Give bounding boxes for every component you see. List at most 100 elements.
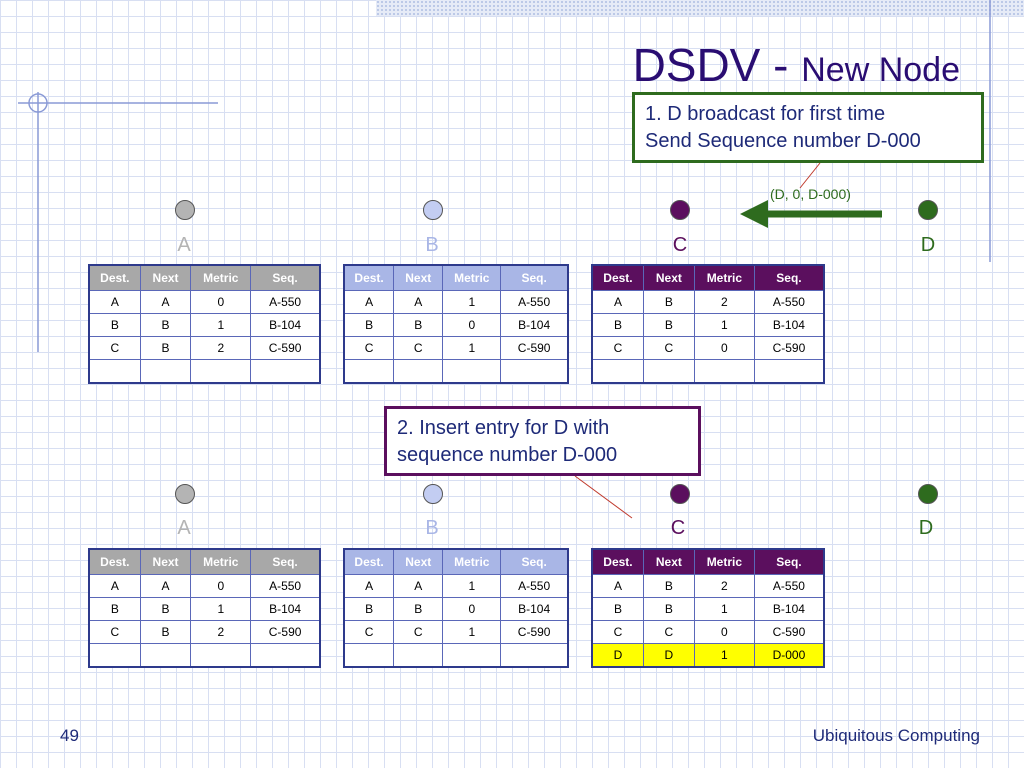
table-cell — [591, 359, 644, 384]
table-row — [88, 643, 321, 668]
node-a-label: A — [177, 234, 191, 256]
column-header: Dest. — [591, 548, 644, 575]
callout-line: 2. Insert entry for D with — [397, 417, 610, 439]
column-header: Next — [642, 548, 695, 575]
table-cell: 2 — [190, 336, 252, 360]
table-cell — [190, 643, 252, 668]
column-header: Dest. — [343, 264, 395, 291]
table-cell — [139, 359, 192, 384]
table-cell: D-000 — [753, 643, 825, 668]
table-cell: B — [88, 313, 141, 337]
node-c-label: C — [672, 234, 688, 256]
table-cell: A — [139, 574, 192, 598]
table-cell: C — [88, 620, 141, 644]
table-cell: B — [642, 290, 695, 314]
table-cell: C — [88, 336, 141, 360]
table-cell: B-104 — [250, 597, 321, 621]
table-cell: B — [343, 597, 395, 621]
table-cell: 1 — [693, 313, 755, 337]
table-cell: B — [642, 574, 695, 598]
table-cell — [250, 359, 321, 384]
table-cell: B — [88, 597, 141, 621]
table-cell — [88, 643, 141, 668]
column-header: Metric — [442, 548, 502, 575]
table-cell: A-550 — [753, 290, 825, 314]
table-cell: 1 — [442, 290, 502, 314]
table-cell: 1 — [442, 620, 502, 644]
column-header: Seq. — [250, 264, 321, 291]
column-header: Dest. — [88, 548, 141, 575]
column-header: Metric — [190, 264, 252, 291]
callout-insert-entry: 2. Insert entry for D with sequence numb… — [384, 406, 701, 476]
table-cell — [250, 643, 321, 668]
column-header: Dest. — [343, 548, 395, 575]
callout-broadcast: 1. D broadcast for first time Send Seque… — [632, 92, 984, 163]
column-header: Seq. — [500, 548, 569, 575]
table-cell: B — [139, 620, 192, 644]
table-cell: A-550 — [500, 574, 569, 598]
table-cell: 1 — [693, 597, 755, 621]
table-cell: 1 — [190, 597, 252, 621]
column-header: Seq. — [753, 264, 825, 291]
callout-line: Send Sequence number D-000 — [645, 130, 921, 152]
table-cell: 1 — [442, 336, 502, 360]
node-c-dot — [670, 484, 690, 504]
node-c-label: C — [670, 517, 686, 539]
table-cell — [343, 359, 395, 384]
table-cell: C-590 — [753, 336, 825, 360]
table-cell: A — [591, 290, 644, 314]
table-cell — [139, 643, 192, 668]
table-cell: A — [591, 574, 644, 598]
table-cell: C-590 — [500, 620, 569, 644]
table-cell: A — [88, 290, 141, 314]
table-row — [343, 359, 569, 384]
table-cell: B — [139, 597, 192, 621]
node-a-label: A — [177, 517, 191, 539]
table-cell: C-590 — [753, 620, 825, 644]
column-header: Next — [139, 264, 192, 291]
node-c-dot — [670, 200, 690, 220]
node-b-dot — [423, 484, 443, 504]
table-cell: C-590 — [250, 336, 321, 360]
column-header: Next — [393, 548, 444, 575]
table-cell: B-104 — [250, 313, 321, 337]
table-cell: A — [343, 574, 395, 598]
node-a-dot — [175, 484, 195, 504]
column-header: Metric — [693, 548, 755, 575]
column-header: Metric — [693, 264, 755, 291]
table-cell: 0 — [442, 313, 502, 337]
callout-line: 1. D broadcast for first time — [645, 103, 886, 125]
column-header: Next — [642, 264, 695, 291]
table-cell — [442, 643, 502, 668]
table-cell — [500, 643, 569, 668]
table-cell — [190, 359, 252, 384]
slide-title: DSDV - New Node — [560, 38, 960, 92]
node-d-dot — [918, 200, 938, 220]
table-cell: 0 — [693, 620, 755, 644]
table-cell: B — [642, 313, 695, 337]
table-cell: D — [642, 643, 695, 668]
top-decor-band — [376, 0, 1024, 16]
broadcast-label: (D, 0, D-000) — [770, 186, 851, 202]
table-cell — [393, 643, 444, 668]
table-cell: B — [139, 336, 192, 360]
column-header: Next — [393, 264, 444, 291]
table-cell: 2 — [693, 290, 755, 314]
